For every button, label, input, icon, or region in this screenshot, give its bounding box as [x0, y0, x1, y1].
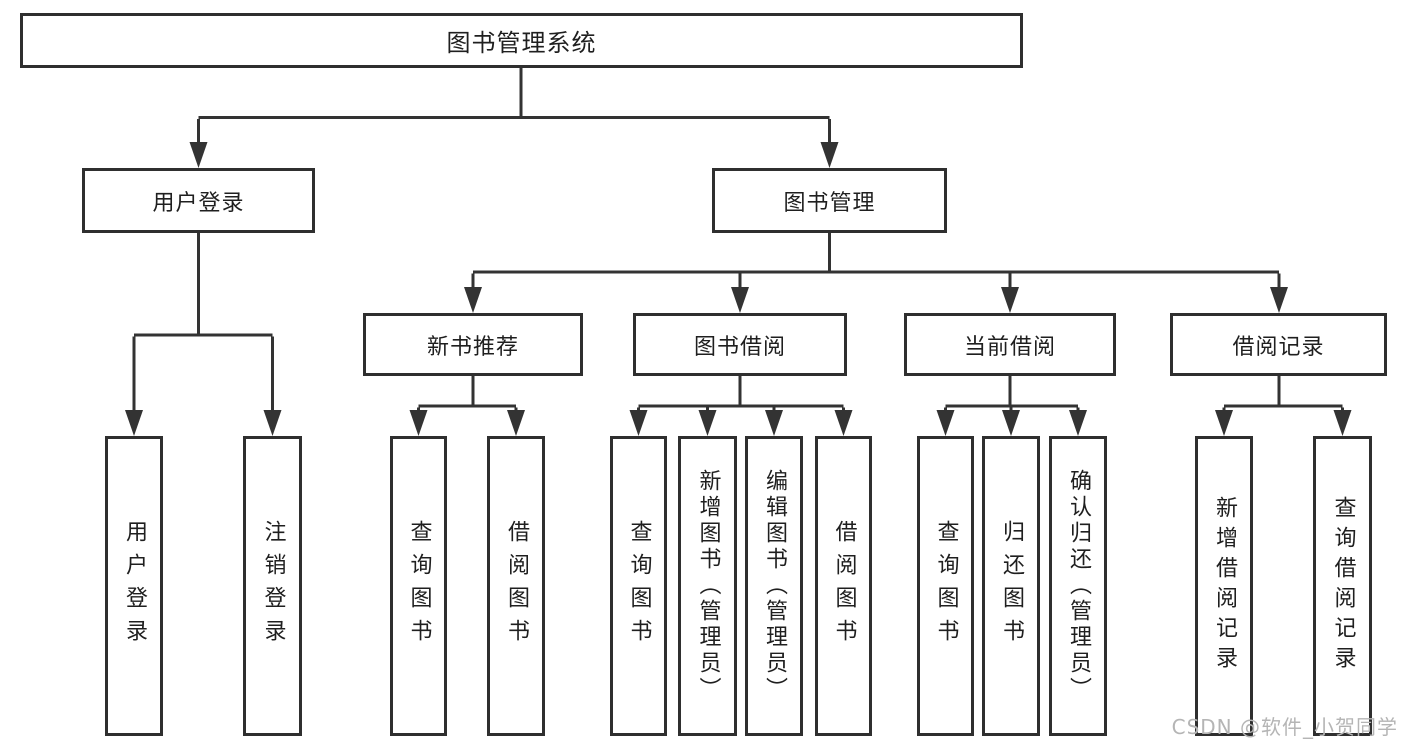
arrow-down-icon	[263, 410, 282, 436]
arrow-down-icon	[629, 410, 648, 436]
node-book-management: 图书管理	[712, 168, 947, 233]
arrow-down-icon	[125, 410, 143, 436]
node-new-book-recommend: 新书推荐	[363, 313, 583, 376]
arrow-down-icon	[1333, 410, 1352, 436]
arrow-down-icon	[409, 410, 428, 436]
leaf-rec-query-books: 查询图书	[390, 436, 447, 736]
arrow-down-icon	[1002, 410, 1020, 436]
arrow-down-icon	[820, 142, 839, 168]
watermark: CSDN @软件_小贺同学	[1171, 715, 1398, 739]
arrow-down-icon	[834, 410, 853, 436]
leaf-bb-query-books: 查询图书	[610, 436, 667, 736]
leaf-bb-borrow-books: 借阅图书	[815, 436, 872, 736]
leaf-bb-edit-books-admin: 编辑图书（管理员）	[745, 436, 803, 736]
node-book-borrow: 图书借阅	[633, 313, 847, 376]
leaf-logout: 注销登录	[243, 436, 302, 736]
node-root: 图书管理系统	[20, 13, 1023, 68]
arrow-down-icon	[464, 287, 482, 313]
leaf-cb-query-books: 查询图书	[917, 436, 974, 736]
arrow-down-icon	[936, 410, 955, 436]
leaf-cb-confirm-return-admin: 确认归还（管理员）	[1049, 436, 1107, 736]
node-user-login: 用户登录	[82, 168, 315, 233]
arrow-down-icon	[1001, 287, 1019, 313]
arrow-down-icon	[731, 287, 749, 313]
arrow-down-icon	[1215, 410, 1233, 436]
leaf-br-query-record: 查询借阅记录	[1313, 436, 1372, 736]
leaf-rec-borrow-books: 借阅图书	[487, 436, 545, 736]
arrow-down-icon	[1069, 410, 1087, 436]
arrow-down-icon	[765, 410, 783, 436]
node-borrow-records: 借阅记录	[1170, 313, 1387, 376]
node-current-borrow: 当前借阅	[904, 313, 1116, 376]
leaf-br-add-record: 新增借阅记录	[1195, 436, 1253, 736]
arrow-down-icon	[507, 410, 525, 436]
leaf-user-login: 用户登录	[105, 436, 163, 736]
arrow-down-icon	[1270, 287, 1288, 313]
arrow-down-icon	[189, 142, 208, 168]
leaf-bb-add-books-admin: 新增图书（管理员）	[678, 436, 737, 736]
arrow-down-icon	[698, 410, 717, 436]
arrowheads	[125, 142, 1352, 436]
leaf-cb-return-books: 归还图书	[982, 436, 1040, 736]
